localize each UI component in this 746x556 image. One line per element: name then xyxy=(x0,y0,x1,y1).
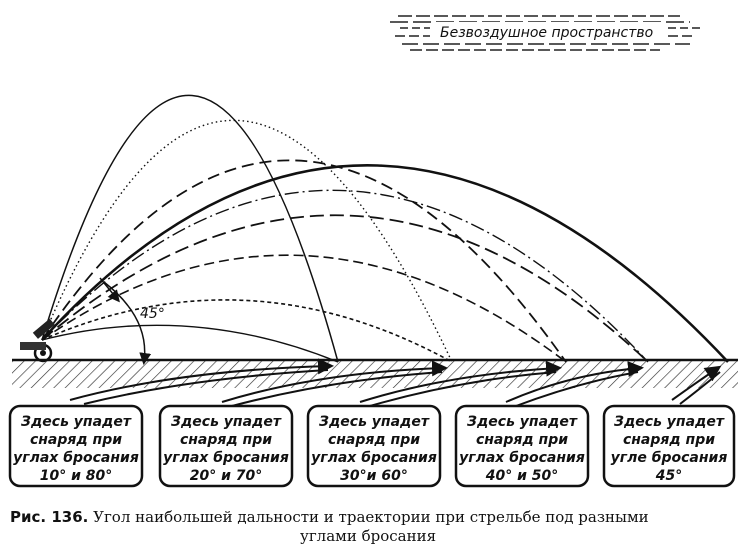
landing-box-3-line1: Здесь упадет xyxy=(319,414,430,430)
trajectory-20deg xyxy=(41,299,453,363)
landing-box-2-line3: углах бросания xyxy=(163,450,289,466)
landing-box-5-line3: угле бросания xyxy=(611,450,728,466)
landing-box-1-line4: 10° и 80° xyxy=(40,468,113,484)
trajectory-30deg xyxy=(41,254,567,363)
vacuum-label: Безвоздушное пространство xyxy=(440,25,653,41)
angle-label: 45° xyxy=(140,306,165,322)
landing-box-4-line2: снаряд при xyxy=(476,432,568,448)
ground xyxy=(12,360,738,388)
landing-box-3-line4: 30°и 60° xyxy=(340,468,408,484)
landing-box-5-line1: Здесь упадет xyxy=(614,414,725,430)
landing-box-5-line2: снаряд при xyxy=(623,432,715,448)
landing-box-1-line1: Здесь упадет xyxy=(21,414,132,430)
landing-arrows xyxy=(69,358,722,407)
landing-box-3-line2: снаряд при xyxy=(328,432,420,448)
vacuum-label-background xyxy=(390,15,700,51)
landing-box-1-line2: снаряд при xyxy=(30,432,122,448)
trajectory-60deg xyxy=(41,159,567,363)
landing-box-2-line2: снаряд при xyxy=(180,432,272,448)
caption-number: Рис. 136. xyxy=(10,508,89,526)
trajectory-10deg xyxy=(41,324,339,363)
landing-box-1: Здесь упадет снаряд при углах бросания 1… xyxy=(8,404,144,488)
caption-text-line2: углами бросания xyxy=(300,527,437,545)
landing-box-3-line3: углах бросания xyxy=(311,450,437,466)
trajectory-45deg xyxy=(41,164,729,363)
landing-box-5-line4: 45° xyxy=(655,468,682,484)
landing-box-2-line4: 20° и 70° xyxy=(190,468,263,484)
landing-box-4-line1: Здесь упадет xyxy=(467,414,578,430)
landing-box-2-line1: Здесь упадет xyxy=(171,414,282,430)
trajectory-50deg xyxy=(41,189,649,363)
caption-text-line1: Угол наибольшей дальности и траектории п… xyxy=(93,508,649,526)
trajectory-diagram: Безвоздушное пространство 45° xyxy=(8,15,738,488)
landing-box-4-line4: 40° и 50° xyxy=(485,468,559,484)
figure-caption: Рис. 136. Угол наибольшей дальности и тр… xyxy=(10,508,740,546)
trajectory-80deg xyxy=(41,94,339,363)
angle-arc-start xyxy=(99,277,120,303)
landing-box-2: Здесь упадет снаряд при углах бросания 2… xyxy=(158,404,294,488)
landing-box-1-line3: углах бросания xyxy=(13,450,139,466)
landing-box-5: Здесь упадет снаряд при угле бросания 45… xyxy=(602,404,736,488)
trajectory-70deg xyxy=(41,119,453,363)
cannon-icon xyxy=(20,318,55,363)
landing-box-4: Здесь упадет снаряд при углах бросания 4… xyxy=(454,404,590,488)
trajectory-40deg xyxy=(41,214,649,363)
landing-box-3: Здесь упадет снаряд при углах бросания 3… xyxy=(306,404,442,488)
angle-arc xyxy=(103,281,152,365)
landing-box-4-line3: углах бросания xyxy=(459,450,585,466)
